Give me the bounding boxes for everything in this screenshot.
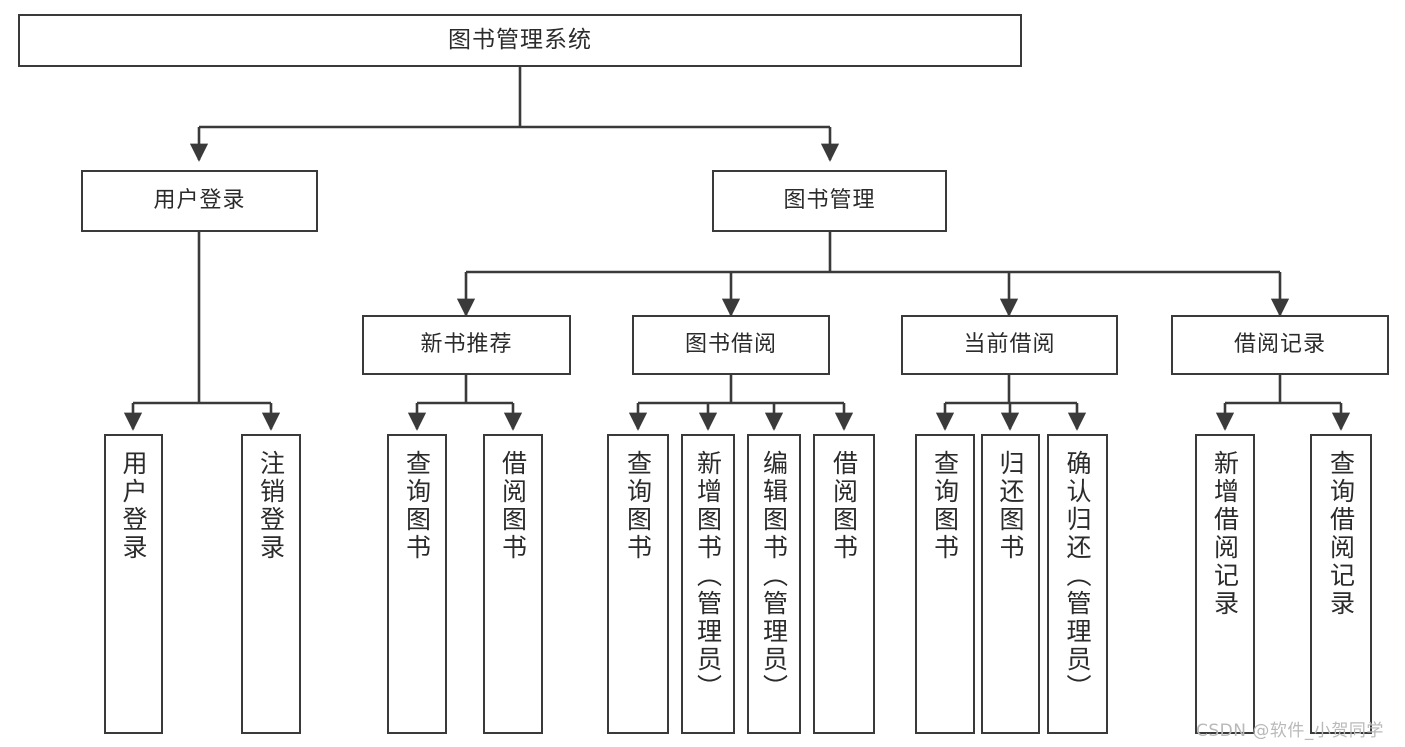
leaf-query-book-borrow[interactable]: 查询图书 <box>607 434 669 734</box>
node-label: 查询图书 <box>930 450 960 562</box>
node-user-login[interactable]: 用户登录 <box>81 170 318 232</box>
leaf-add-book-admin[interactable]: 新增图书（管理员） <box>681 434 735 734</box>
node-book-borrow[interactable]: 图书借阅 <box>632 315 830 375</box>
node-borrow-record[interactable]: 借阅记录 <box>1171 315 1389 375</box>
node-label: 图书管理系统 <box>448 27 592 54</box>
node-label: 归还图书 <box>996 450 1025 562</box>
node-book-management[interactable]: 图书管理 <box>712 170 947 232</box>
node-root-book-management-system[interactable]: 图书管理系统 <box>18 14 1022 67</box>
node-new-book-recommend[interactable]: 新书推荐 <box>362 315 571 375</box>
leaf-confirm-return-admin[interactable]: 确认归还（管理员） <box>1047 434 1108 734</box>
node-label: 图书借阅 <box>684 332 777 358</box>
leaf-logout[interactable]: 注销登录 <box>241 434 301 734</box>
node-label: 确认归还（管理员） <box>1063 450 1092 702</box>
leaf-add-borrow-record[interactable]: 新增借阅记录 <box>1195 434 1255 734</box>
node-label: 查询图书 <box>623 450 653 562</box>
node-label: 当前借阅 <box>963 332 1056 358</box>
node-label: 图书管理 <box>783 188 876 214</box>
node-label: 借阅图书 <box>829 450 859 562</box>
node-label: 用户登录 <box>119 450 148 562</box>
node-label: 注销登录 <box>256 450 286 562</box>
leaf-edit-book-admin[interactable]: 编辑图书（管理员） <box>747 434 801 734</box>
node-label: 查询图书 <box>402 450 432 562</box>
leaf-return-book[interactable]: 归还图书 <box>981 434 1040 734</box>
node-label: 新增图书（管理员） <box>693 450 723 702</box>
leaf-user-login[interactable]: 用户登录 <box>104 434 163 734</box>
leaf-borrow-book-recommend[interactable]: 借阅图书 <box>483 434 543 734</box>
node-label: 查询借阅记录 <box>1326 450 1356 618</box>
node-label: 编辑图书（管理员） <box>759 450 789 702</box>
leaf-query-book-recommend[interactable]: 查询图书 <box>387 434 447 734</box>
node-label: 新书推荐 <box>420 332 513 358</box>
node-current-borrow[interactable]: 当前借阅 <box>901 315 1118 375</box>
node-label: 新增借阅记录 <box>1210 450 1240 618</box>
csdn-watermark: CSDN @软件_小贺同学 <box>1196 721 1384 741</box>
leaf-borrow-book[interactable]: 借阅图书 <box>813 434 875 734</box>
node-label: 借阅图书 <box>498 450 528 562</box>
node-label: 用户登录 <box>153 188 246 214</box>
leaf-query-book-current[interactable]: 查询图书 <box>915 434 975 734</box>
leaf-query-borrow-record[interactable]: 查询借阅记录 <box>1310 434 1372 734</box>
node-label: 借阅记录 <box>1233 332 1326 358</box>
